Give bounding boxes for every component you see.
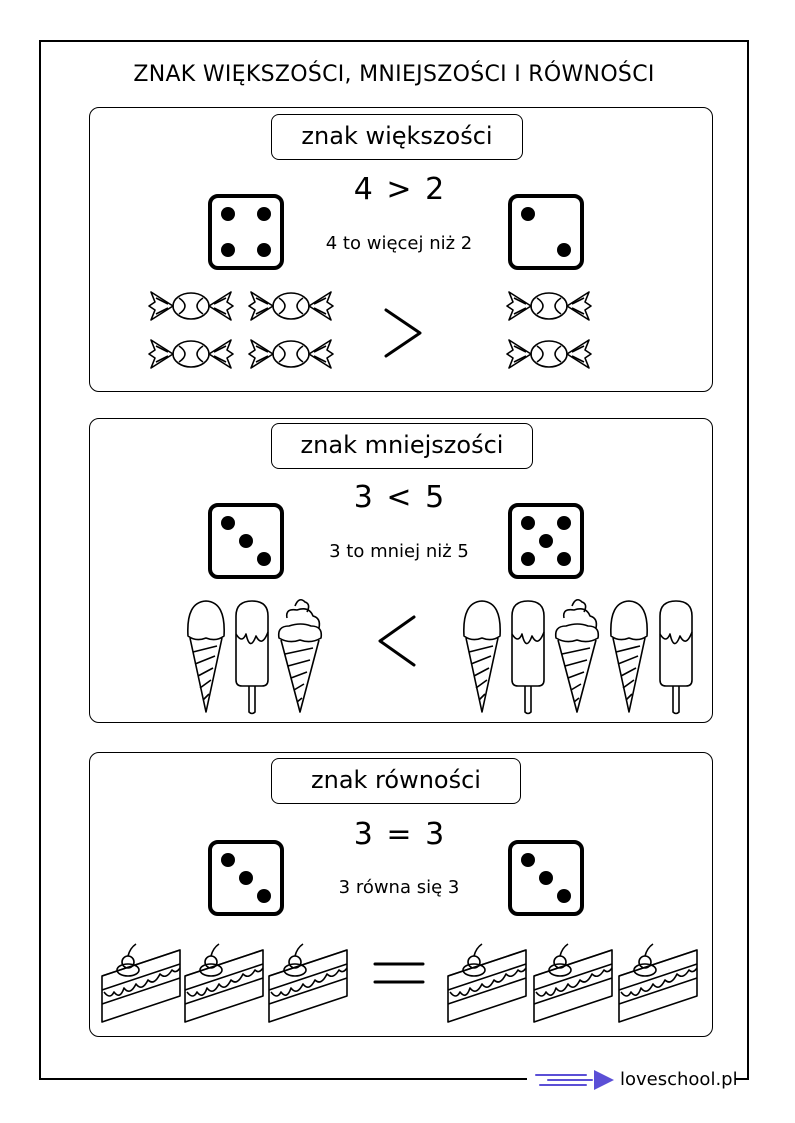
die-four — [208, 194, 284, 270]
less-than-symbol — [378, 615, 416, 667]
sentence-equal: 3 równa się 3 — [338, 877, 460, 898]
die-pip — [221, 207, 235, 221]
section-label-equal: znak równości — [271, 758, 521, 804]
site-credit[interactable]: loveschool.pl — [620, 1069, 738, 1090]
die-pip — [257, 889, 271, 903]
candy-icon — [248, 291, 334, 321]
ice-cream-cone-icon — [187, 600, 225, 713]
candy-icon — [148, 339, 234, 369]
die-pip — [521, 552, 535, 566]
section-equal — [89, 752, 713, 1037]
soft-serve-cone-icon — [554, 598, 600, 713]
expression-greater: 4 > 2 — [353, 172, 447, 207]
section-label-less: znak mniejszości — [271, 423, 533, 469]
soft-serve-cone-icon — [277, 598, 323, 713]
die-three — [208, 503, 284, 579]
die-pip — [539, 871, 553, 885]
die-pip — [557, 889, 571, 903]
section-greater-than — [89, 107, 713, 392]
candy-icon — [248, 339, 334, 369]
candy-icon — [506, 339, 592, 369]
die-pip — [521, 207, 535, 221]
die-pip — [257, 207, 271, 221]
die-pip — [557, 243, 571, 257]
cake-slice-icon — [101, 943, 181, 1023]
popsicle-icon — [659, 600, 693, 715]
die-two — [508, 194, 584, 270]
ice-cream-cone-icon — [463, 600, 501, 713]
die-pip — [539, 534, 553, 548]
cake-slice-icon — [184, 943, 264, 1023]
die-pip — [557, 516, 571, 530]
frame-bottom-line — [39, 1078, 527, 1080]
die-pip — [221, 243, 235, 257]
page-frame — [39, 40, 749, 1080]
candy-icon — [148, 291, 234, 321]
greater-than-symbol — [384, 308, 422, 358]
loveschool-logo-icon — [535, 1070, 614, 1090]
die-pip — [257, 552, 271, 566]
die-pip — [521, 853, 535, 867]
sentence-greater: 4 to więcej niż 2 — [325, 233, 473, 254]
expression-less: 3 < 5 — [353, 480, 447, 515]
die-pip — [221, 516, 235, 530]
equals-symbol — [373, 962, 425, 984]
die-pip — [221, 853, 235, 867]
die-three — [508, 840, 584, 916]
popsicle-icon — [511, 600, 545, 715]
die-pip — [239, 871, 253, 885]
candy-icon — [506, 291, 592, 321]
sentence-less: 3 to mniej niż 5 — [329, 541, 469, 562]
cake-slice-icon — [533, 943, 613, 1023]
die-pip — [557, 552, 571, 566]
die-three — [208, 840, 284, 916]
popsicle-icon — [235, 600, 269, 715]
cake-slice-icon — [618, 943, 698, 1023]
die-pip — [239, 534, 253, 548]
die-five — [508, 503, 584, 579]
cake-slice-icon — [447, 943, 527, 1023]
ice-cream-cone-icon — [610, 600, 648, 713]
frame-bottom-line-end — [735, 1078, 749, 1080]
die-pip — [257, 243, 271, 257]
expression-equal: 3 = 3 — [353, 817, 447, 852]
section-less-than — [89, 418, 713, 723]
section-label-greater: znak większości — [271, 114, 523, 160]
die-pip — [521, 516, 535, 530]
page-title: ZNAK WIĘKSZOŚCI, MNIEJSZOŚCI I RÓWNOŚCI — [133, 62, 655, 87]
cake-slice-icon — [268, 943, 348, 1023]
